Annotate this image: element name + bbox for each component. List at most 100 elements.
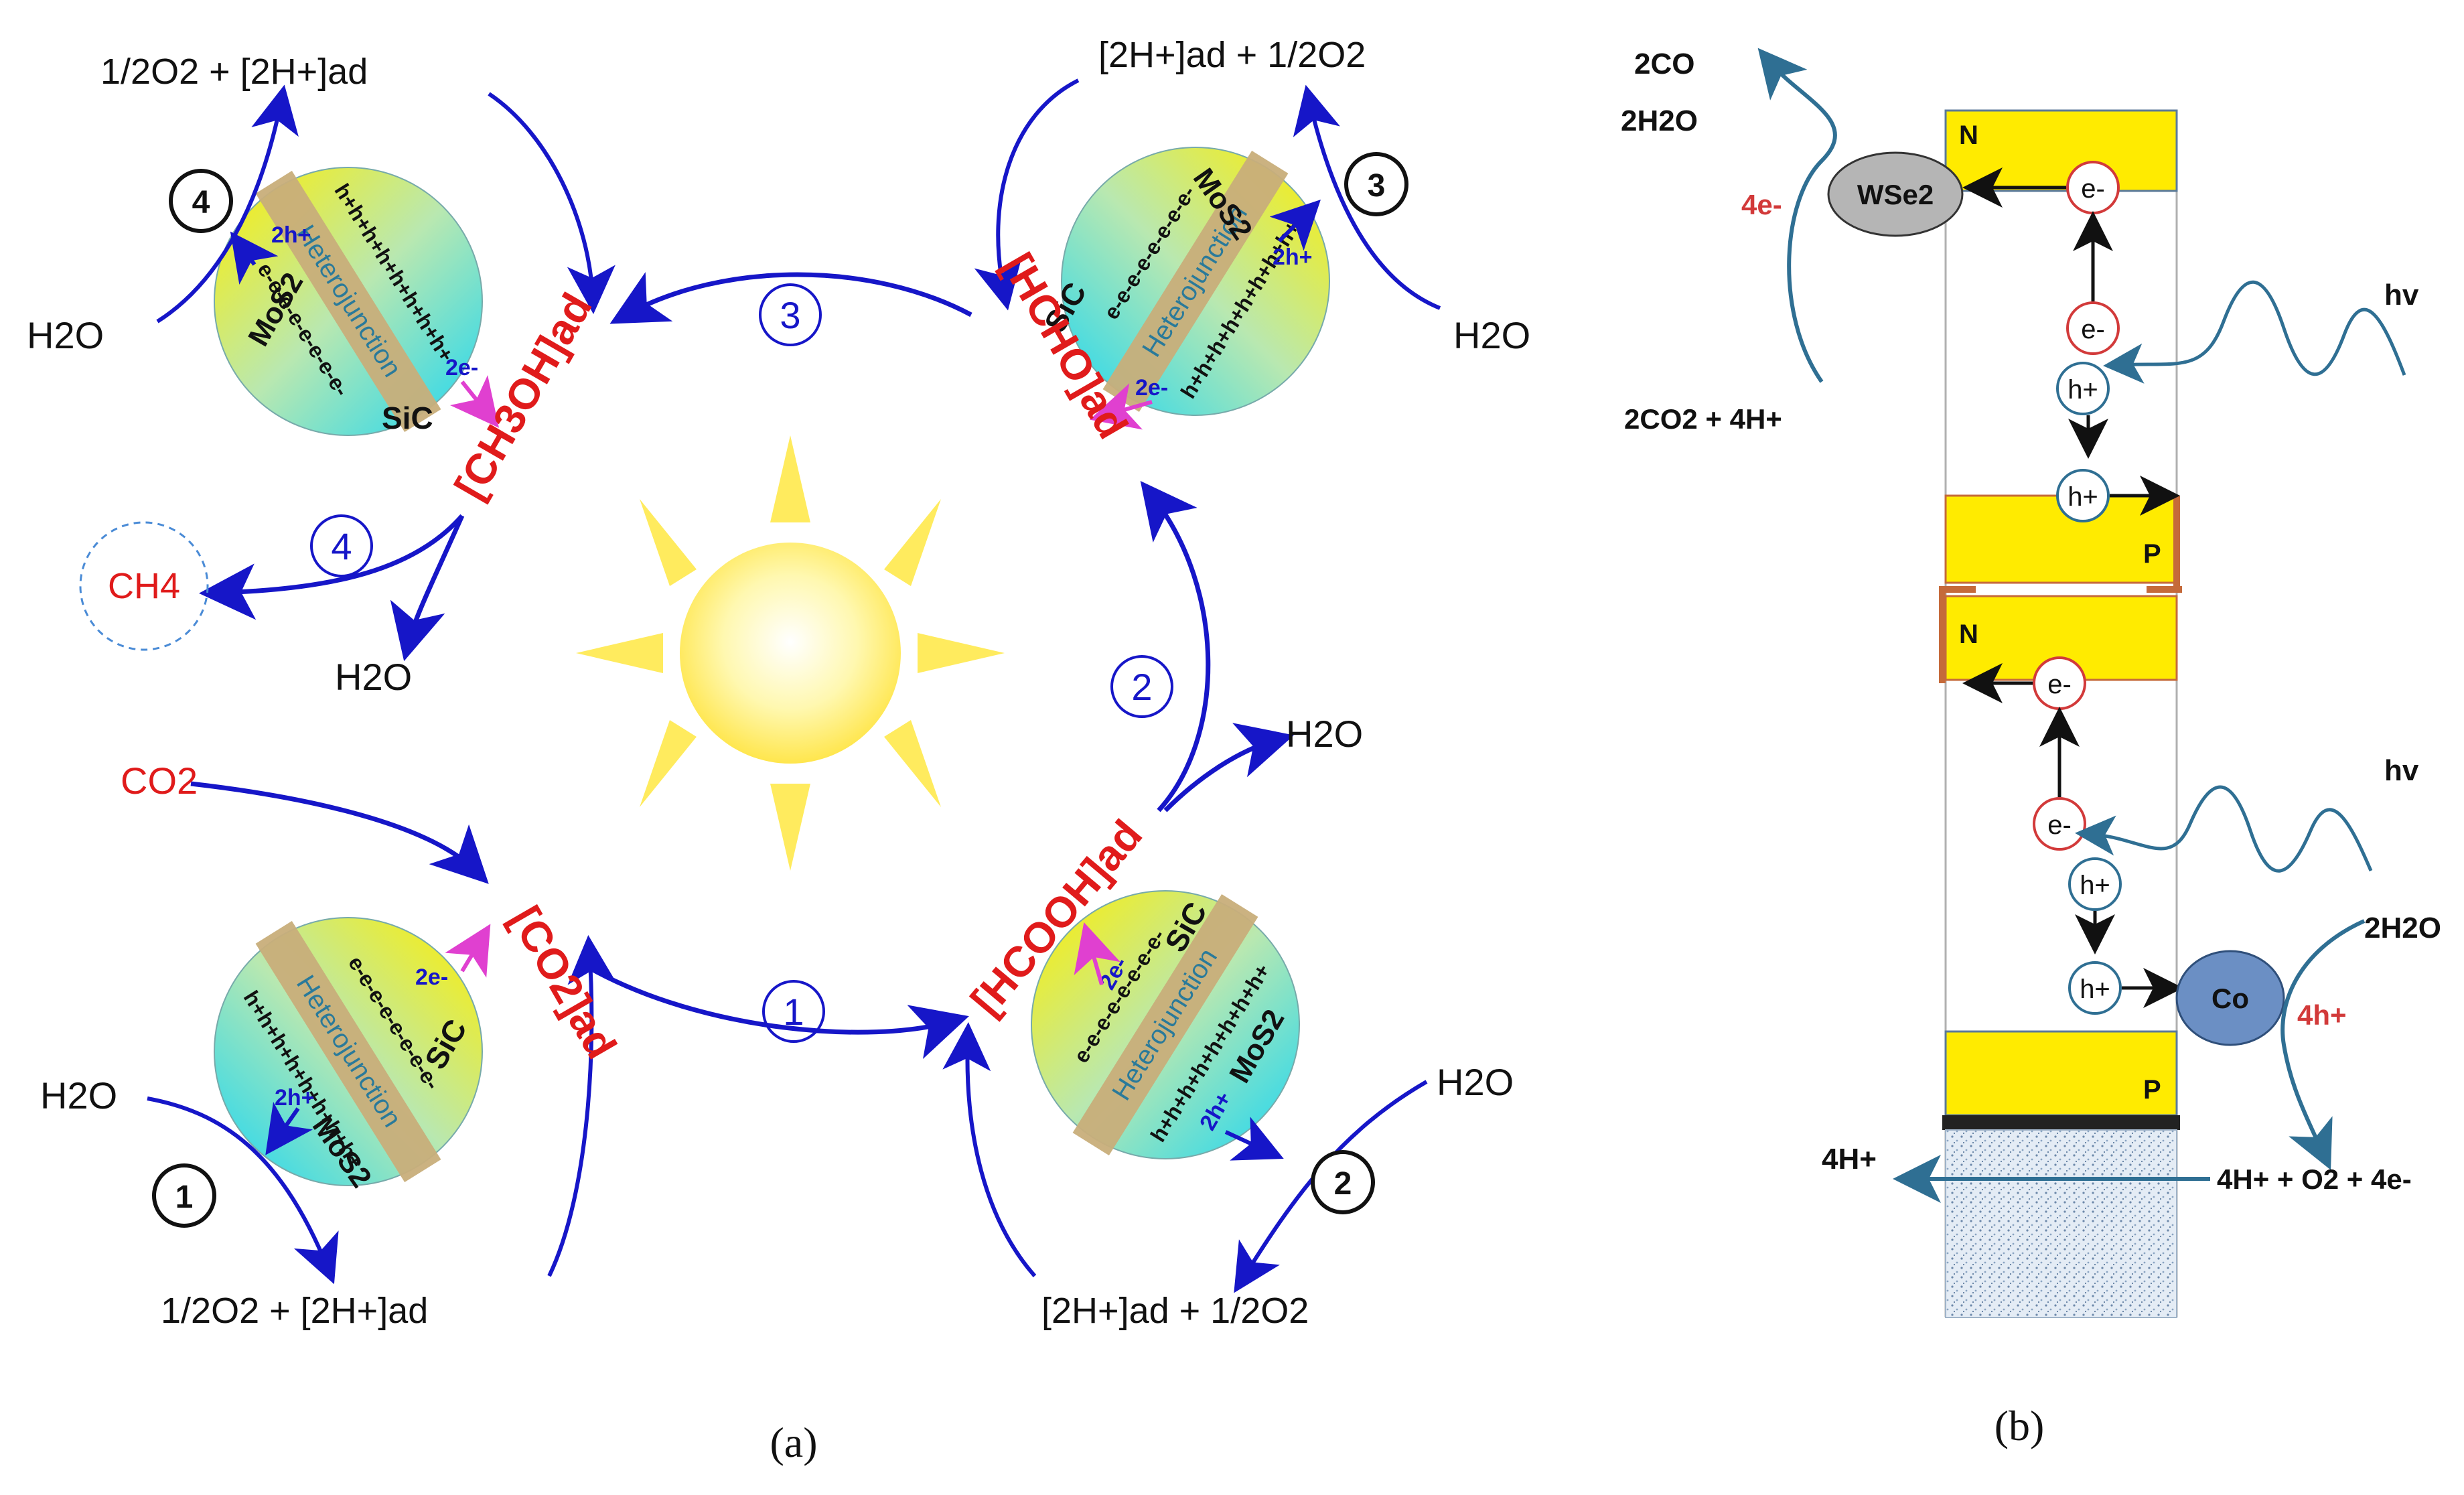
catalyst-ball-2: Heterojunction e-e-e-e-e-e-e-e- h+h+h+h+…	[1031, 890, 1300, 1161]
svg-text:e-: e-	[2047, 670, 2072, 699]
water-in: 2H2O	[2364, 912, 2441, 944]
ch4-bubble	[79, 521, 209, 651]
step-2-arrow	[1140, 480, 1211, 812]
ball3-supply-arrow	[974, 78, 1080, 311]
product-bottom-left: 1/2O2 + [2H+]ad	[161, 1291, 428, 1331]
water-ch3oh: H2O	[335, 656, 412, 698]
svg-text:4: 4	[331, 525, 352, 567]
ball-number-3: 3	[1344, 152, 1408, 216]
water-ball2: H2O	[1437, 1061, 1514, 1103]
ball2-supply-arrow	[942, 1022, 1037, 1277]
svg-text:e-: e-	[2047, 810, 2072, 840]
hole-arrow	[230, 231, 279, 285]
proton-transfer-label: 4H+	[1822, 1143, 1877, 1176]
svg-text:4: 4	[192, 185, 210, 220]
ball1-oxidation-arrow	[147, 1096, 339, 1285]
electron-arrow	[445, 924, 491, 978]
co-reactants: 2CO2 + 4H+	[1624, 403, 1782, 435]
holes-label: 2h+	[1273, 244, 1313, 270]
light-wave-bottom	[2075, 785, 2373, 873]
svg-text:2: 2	[1131, 666, 1152, 708]
holes-label: 2h+	[271, 222, 311, 248]
product-top-left: 1/2O2 + [2H+]ad	[100, 52, 368, 92]
electron-arrow	[1074, 922, 1120, 985]
step-1-arrow	[588, 965, 969, 1059]
electrons-label: 2e-	[415, 965, 448, 990]
electrons-label: 2e-	[1135, 375, 1168, 401]
water-hcooh: H2O	[1286, 713, 1363, 755]
holes-in: 4h+	[2297, 999, 2347, 1031]
base-plate	[1942, 1115, 2180, 1130]
svg-text:e-: e-	[2081, 315, 2105, 344]
svg-text:h+: h+	[2068, 375, 2098, 405]
bottom-n-label: N	[1959, 620, 1978, 649]
step-4-arrow	[199, 514, 464, 620]
ball3-oxidation-arrow	[1293, 84, 1441, 310]
top-p-label: P	[2143, 539, 2161, 569]
co-label: Co	[2212, 983, 2249, 1014]
hcooh-water-arrow	[1163, 723, 1295, 812]
sic-label: SiC	[382, 401, 433, 435]
ball-number-4: 4	[169, 169, 233, 233]
water-ball4: H2O	[27, 314, 104, 356]
light-label-top: hv	[2384, 279, 2419, 311]
ch3oh-water-arrow	[390, 514, 465, 662]
hole-arrow	[265, 1102, 313, 1155]
step-number-3: 3	[759, 283, 822, 346]
catalyst-ball-3: Heterojunction e-e-e-e-e-e-e-e- h+h+h+h+…	[1037, 147, 1330, 430]
svg-text:1: 1	[175, 1180, 194, 1215]
water-ball3: H2O	[1453, 314, 1530, 356]
top-n-label: N	[1959, 121, 1978, 150]
svg-text:2: 2	[1334, 1166, 1352, 1202]
co-water: 2H2O	[1621, 104, 1698, 137]
svg-text:e-: e-	[2081, 174, 2105, 204]
step-number-4: 4	[310, 514, 373, 577]
bottom-cell-carriers: e- e- h+ h+	[1962, 656, 2183, 1015]
step-number-2: 2	[1110, 655, 1173, 718]
ball4-oxidation-arrow	[156, 84, 299, 324]
holes-label: 2h+	[275, 1085, 315, 1111]
co2-adsorb-arrow	[190, 781, 489, 884]
top-p-band	[1944, 494, 2178, 584]
svg-text:3: 3	[780, 294, 800, 336]
oxygen-products: 4H+ + O2 + 4e-	[2217, 1163, 2412, 1195]
ball1-supply-arrow	[547, 935, 616, 1277]
svg-text:h+: h+	[2080, 871, 2110, 900]
wse2-label: WSe2	[1857, 179, 1934, 210]
hole-arrow	[1224, 1117, 1284, 1161]
light-label-bottom: hv	[2384, 754, 2419, 787]
product-top-right: [2H+]ad + 1/2O2	[1098, 35, 1366, 75]
bottom-p-label: P	[2143, 1075, 2161, 1105]
step-number-1: 1	[762, 980, 825, 1043]
catalyst-ball-4: Heterojunction h+h+h+h+h+h+h+h+ e-e-e-e-…	[214, 167, 499, 436]
electron-arrow	[1089, 383, 1153, 430]
svg-text:h+: h+	[2080, 975, 2110, 1004]
species-co2: CO2	[121, 760, 198, 802]
step-3-arrow	[609, 272, 972, 324]
caption-b: (b)	[1995, 1402, 2045, 1449]
co-catalyst	[2175, 950, 2285, 1046]
top-cell-carriers: e- e- h+ h+	[1962, 161, 2180, 522]
wse2-catalyst	[1827, 151, 1964, 237]
electron-arrow	[449, 375, 499, 428]
caption-a: (a)	[770, 1419, 817, 1466]
co-products: 2CO	[1634, 48, 1694, 80]
sun-icon	[576, 435, 1005, 871]
co-electrons: 4e-	[1741, 189, 1782, 220]
co2-reduction-arrow	[1757, 48, 1837, 383]
light-wave-top	[2103, 280, 2406, 384]
panel-a: Heterojunction h+h+h+h+h+h+h+h+ e-e-e-e-…	[27, 35, 1530, 1466]
membrane	[1945, 1129, 2177, 1318]
ball-number-1: 1	[152, 1163, 216, 1228]
catalyst-ball-1: Heterojunction e-e-e-e-e-e-e-e- h+h+h+h+…	[214, 917, 491, 1194]
panel-b: N P N P e- e- h+ h+	[1621, 48, 2441, 1449]
svg-text:1: 1	[783, 991, 804, 1033]
species-co2-ad: [CO2]ad	[501, 898, 626, 1067]
electrons-label: 2e-	[445, 355, 478, 380]
top-n-band	[1944, 109, 2178, 192]
water-ball1: H2O	[40, 1074, 117, 1117]
hole-arrow	[1269, 200, 1321, 251]
svg-text:h+: h+	[2068, 482, 2098, 512]
species-ch4: CH4	[108, 566, 180, 606]
